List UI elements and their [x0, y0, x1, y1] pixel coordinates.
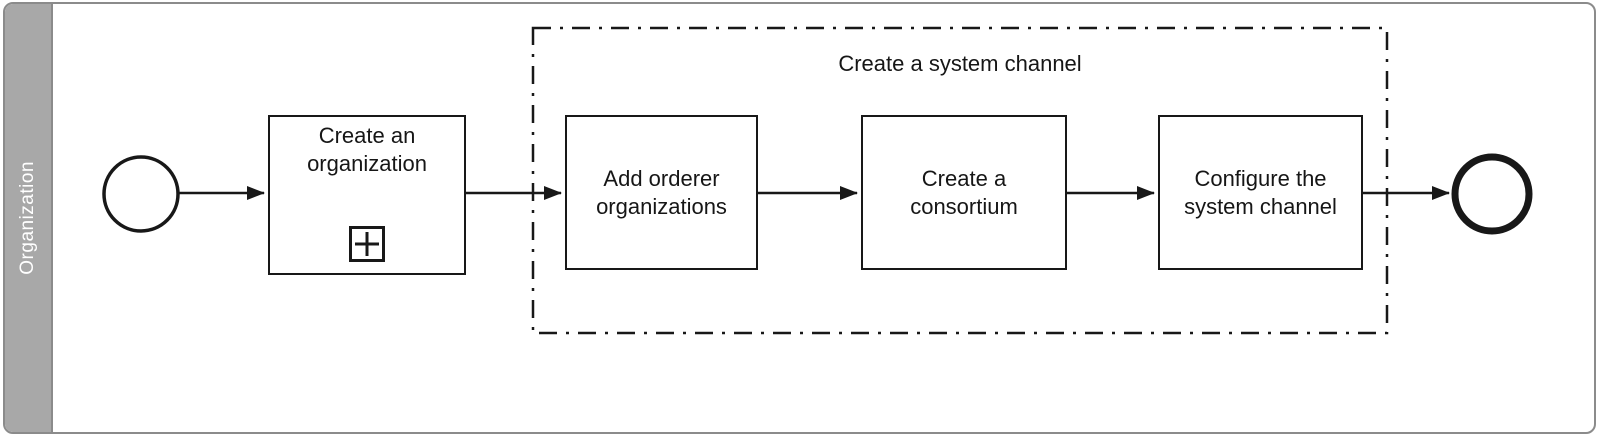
subprocess-expand-marker[interactable] — [349, 226, 385, 262]
task-label-line: consortium — [910, 193, 1018, 219]
plus-icon — [365, 232, 369, 256]
task-create-consortium[interactable]: Create a consortium — [861, 115, 1067, 270]
task-label-line: organization — [307, 151, 427, 176]
task-configure-system-channel[interactable]: Configure the system channel — [1158, 115, 1363, 270]
task-label-line: Create a — [921, 165, 1007, 191]
lane-label: Organization — [17, 161, 38, 275]
task-label-line: Add orderer — [603, 165, 720, 191]
task-label-line: Create an — [318, 123, 416, 148]
task-add-orderer-organizations[interactable]: Add orderer organizations — [565, 115, 758, 270]
lane-header[interactable]: Organization — [5, 4, 53, 432]
task-create-organization[interactable]: Create an organization — [268, 115, 466, 275]
task-label-line: organizations — [596, 193, 727, 219]
task-label-line: Configure the — [1194, 165, 1327, 191]
group-label: Create a system channel — [838, 51, 1082, 76]
task-label-line: system channel — [1184, 193, 1337, 219]
